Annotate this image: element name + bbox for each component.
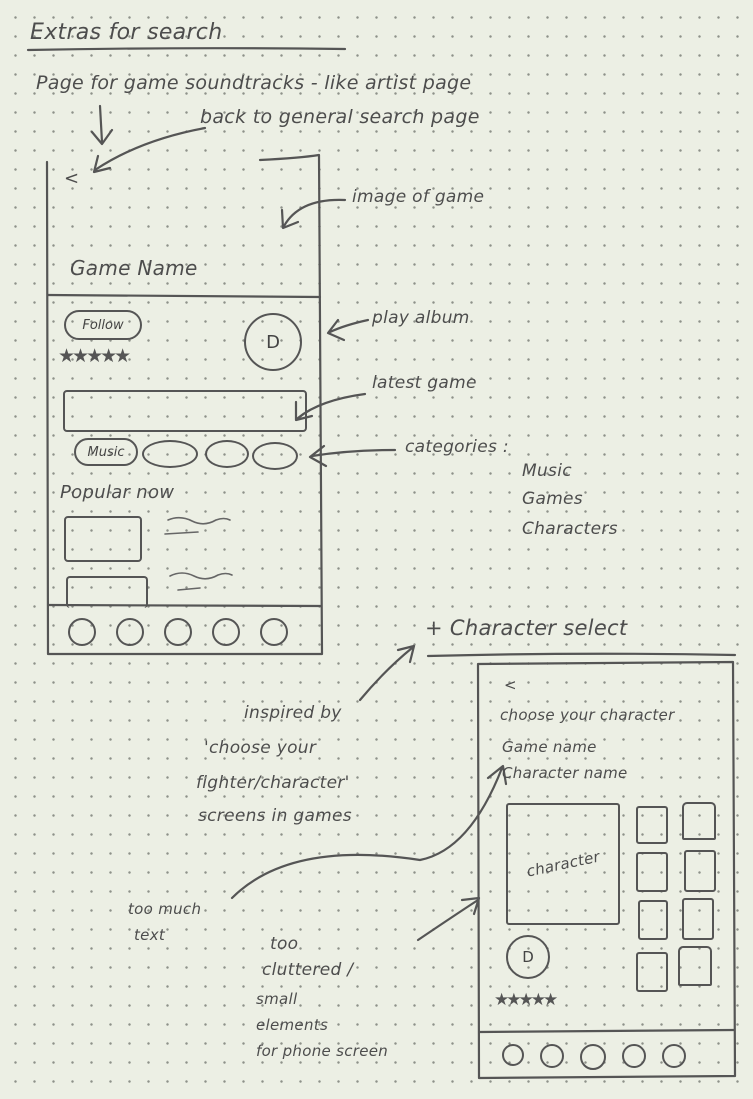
phone1-nav-line: [46, 603, 323, 608]
note-too-much-2: text: [134, 926, 166, 944]
image-arrow: [280, 198, 347, 230]
sketch1-popular-now: Popular now: [60, 482, 175, 503]
sketch1-back: <: [64, 168, 80, 189]
character-slot-7: [636, 952, 668, 992]
anno-cat-characters: Characters: [522, 519, 618, 539]
note-inspired-1: inspired by: [244, 703, 342, 723]
sketch2-play-button: D: [506, 935, 550, 979]
nav-dot-2: [116, 618, 144, 646]
anno-image-of-game: image of game: [352, 187, 485, 207]
sketch2-choose: choose your character: [500, 706, 675, 724]
nav2-dot-3: [580, 1044, 606, 1070]
sketch1-nav-bar: [68, 618, 288, 646]
note-inspired-4: screens in games: [198, 806, 352, 826]
categories-arrow: [308, 444, 397, 468]
category-pill-4: [252, 442, 298, 470]
note-cluttered-3: small: [256, 990, 298, 1008]
nav2-dot-2: [540, 1044, 564, 1068]
sketch1-play-button: D: [244, 313, 302, 371]
character-slot-8: [678, 946, 712, 986]
anno-categories: categories :: [405, 437, 509, 457]
nav-dot-3: [164, 618, 192, 646]
anno-cat-games: Games: [522, 489, 583, 509]
nav2-dot-5: [662, 1044, 686, 1068]
anno-latest-game: latest game: [372, 373, 477, 393]
character-slot-2: [682, 802, 716, 840]
nav2-dot-4: [622, 1044, 646, 1068]
page-title: Extras for search: [30, 20, 223, 45]
subtitle: Page for game soundtracks - like artist …: [36, 72, 472, 94]
squiggle-1: [164, 516, 231, 535]
phone1-header-line: [46, 293, 322, 299]
character-slot-6: [682, 898, 714, 940]
nav-dot-1: [68, 618, 96, 646]
too-much-arrow: [230, 764, 508, 900]
sketch1-rating: ★★★★★: [58, 345, 131, 367]
squiggle-2: [169, 572, 233, 591]
character-slot-1: [636, 806, 668, 844]
inspired-arrow: [358, 644, 416, 702]
sketch1-latest-game: [63, 390, 307, 432]
cluttered-arrow: [416, 896, 481, 942]
nav-dot-4: [212, 618, 240, 646]
section2-underline: [426, 652, 737, 658]
note-cluttered-1: too: [270, 934, 299, 954]
anno-play-album: play album: [372, 308, 470, 328]
popular-item-1: [64, 516, 142, 562]
back-arrow: [92, 126, 207, 174]
sketch2-nav-bar: [502, 1044, 686, 1070]
note-cluttered-5: for phone screen: [256, 1042, 389, 1060]
phone2-outline: [476, 660, 737, 1080]
play-arrow: [326, 318, 370, 342]
phone1-outline: [45, 153, 324, 656]
phone2-nav-line: [478, 1028, 736, 1034]
sketch2-character-box: character: [506, 803, 620, 925]
back-note: back to general search page: [200, 106, 480, 128]
character-slot-3: [636, 852, 668, 892]
category-pill-3: [205, 440, 249, 468]
note-inspired-2: 'choose your: [204, 738, 317, 758]
sketch2-back: <: [504, 676, 517, 694]
nav2-dot-1: [502, 1044, 524, 1066]
character-slot-4: [684, 850, 716, 892]
note-inspired-3: fighter/character': [196, 773, 350, 793]
sketch2-character-name: Character name: [502, 764, 628, 782]
character-slot-5: [638, 900, 668, 940]
note-too-much-1: too much: [128, 900, 202, 918]
title-underline: [26, 47, 347, 52]
sketch2-rating: ★★★★★: [494, 990, 558, 1010]
popular-item-2: [66, 576, 148, 608]
section2-title: + Character select: [425, 616, 628, 640]
anno-cat-music: Music: [522, 461, 572, 481]
sketch1-follow: Follow: [64, 310, 142, 340]
sketch2-game-name: Game name: [502, 738, 597, 756]
category-pill-2: [142, 440, 198, 468]
down-arrow: [90, 104, 114, 146]
sketch1-music-pill: Music: [74, 438, 138, 466]
note-cluttered-2: cluttered /: [262, 960, 354, 980]
sketch1-game-name: Game Name: [70, 256, 198, 280]
note-cluttered-4: elements: [256, 1016, 329, 1034]
nav-dot-5: [260, 618, 288, 646]
